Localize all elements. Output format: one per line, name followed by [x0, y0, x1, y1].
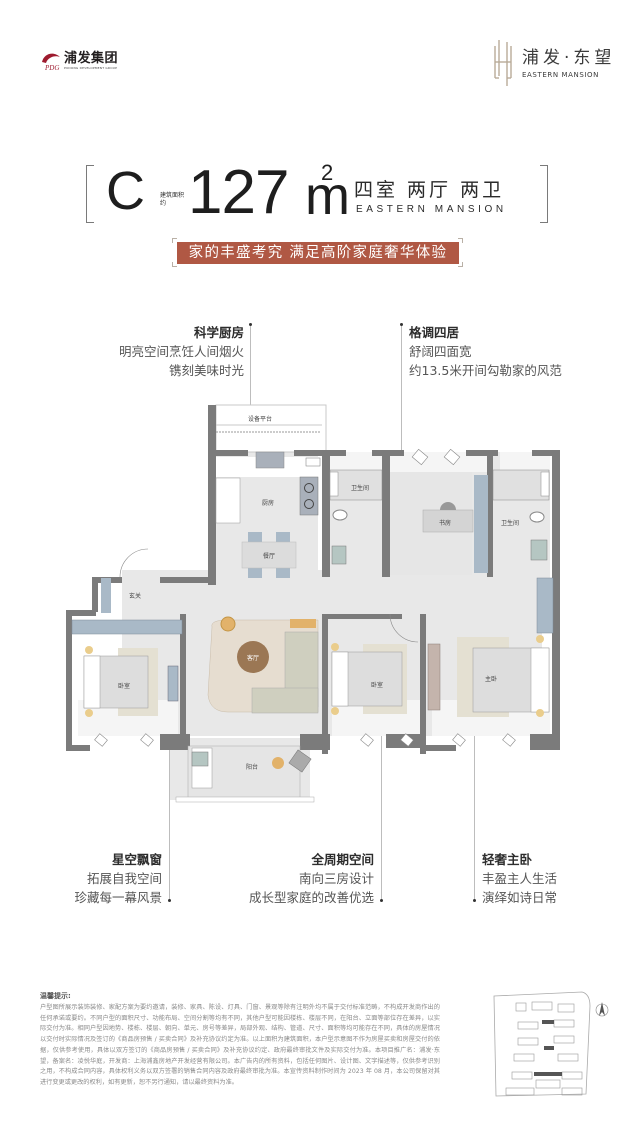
annotation-line: 成长型家庭的改善优选 — [248, 890, 374, 905]
room-label-bath1: 卫生间 — [351, 484, 369, 492]
leader-dot — [168, 899, 171, 902]
annotation-line: 约13.5米开间勾勒家的风范 — [409, 363, 562, 378]
layout-cn: 四室 两厅 两卫 — [354, 179, 505, 201]
area-note: 建筑面积约 — [160, 192, 185, 207]
area-value: 127 — [188, 158, 289, 227]
area-unit: m — [305, 166, 350, 226]
project-subtitle: EASTERN MANSION — [522, 70, 599, 79]
annotation-kitchen: 科学厨房 明亮空间烹饪人间烟火 镌刻美味时光 — [110, 323, 244, 380]
room-label-balcony: 阳台 — [246, 763, 258, 771]
annotation-title: 轻奢主卧 — [482, 852, 533, 867]
annotation-master: 轻奢主卧 丰盈主人生活 演绎如诗日常 — [482, 850, 557, 907]
developer-logo-mark-icon: PDG — [40, 50, 62, 72]
svg-text:PDG: PDG — [44, 64, 59, 72]
annotation-baywindow: 星空飘窗 拓展自我空间 珍藏每一幕风景 — [40, 850, 162, 907]
notice-body: 户型图所展示装饰装修、家配方案为要约邀请，装修、家具、陈设、灯具、门窗、景观等除… — [40, 1004, 440, 1086]
leader-dot — [473, 899, 476, 902]
title-bracket-left — [86, 165, 94, 223]
project-logo-mark-icon — [494, 40, 512, 86]
room-label-bedroom1: 卧室 — [118, 682, 130, 690]
unit-type: C — [106, 161, 145, 221]
annotation-fullcycle: 全周期空间 南向三房设计 成长型家庭的改善优选 — [230, 850, 374, 907]
layout-en: EASTERN MANSION — [356, 204, 507, 215]
leader-line-kitchen — [250, 325, 251, 615]
developer-logo: PDG 浦发集团 PUDONG DEVELOPMENT GROUP — [40, 50, 118, 72]
annotation-line: 镌刻美味时光 — [168, 363, 244, 378]
annotation-title: 格调四居 — [409, 325, 460, 340]
project-logo: 浦发·东望 EASTERN MANSION — [493, 40, 615, 86]
annotation-line: 珍藏每一幕风景 — [74, 890, 162, 905]
area-superscript: 2 — [321, 160, 334, 185]
project-name: 浦发·东望 — [522, 47, 616, 68]
room-label-master: 主卧 — [485, 675, 497, 683]
slogan-frame — [172, 238, 463, 267]
developer-name: 浦发集团 — [64, 51, 119, 66]
leader-dot — [400, 323, 403, 326]
annotation-line: 南向三房设计 — [298, 871, 374, 886]
developer-subtitle: PUDONG DEVELOPMENT GROUP — [64, 66, 118, 70]
annotation-line: 演绎如诗日常 — [482, 890, 558, 905]
room-label-dining: 餐厅 — [263, 552, 275, 560]
site-plan-thumbnail — [493, 991, 609, 1097]
annotation-title: 科学厨房 — [193, 325, 244, 340]
leader-line-fourroom — [401, 325, 402, 595]
notice-title: 温馨提示: — [40, 992, 71, 1000]
room-label-bath2: 卫生间 — [501, 519, 519, 527]
annotation-title: 星空飘窗 — [111, 852, 162, 867]
annotation-line: 拓展自我空间 — [86, 871, 162, 886]
title-bracket-right — [540, 165, 548, 223]
room-label-equipment: 设备平台 — [248, 415, 272, 423]
leader-line-baywindow — [169, 735, 170, 900]
room-label-foyer: 玄关 — [129, 592, 141, 600]
leader-line-fullcycle — [381, 700, 382, 900]
annotation-line: 明亮空间烹饪人间烟火 — [118, 344, 244, 359]
slogan-banner: 家的丰盛考究 满足高阶家庭奢华体验 — [177, 242, 459, 264]
annotation-line: 丰盈主人生活 — [482, 871, 558, 886]
room-label-study: 书房 — [439, 519, 451, 527]
room-label-living: 客厅 — [247, 654, 259, 662]
annotation-fourroom: 格调四居 舒阔四面宽 约13.5米开间勾勒家的风范 — [409, 323, 562, 380]
leader-dot — [249, 323, 252, 326]
annotation-line: 舒阔四面宽 — [409, 344, 472, 359]
leader-line-master — [474, 728, 475, 900]
annotation-title: 全周期空间 — [311, 852, 374, 867]
room-label-bedroom2: 卧室 — [371, 681, 383, 689]
leader-dot — [380, 899, 383, 902]
room-label-kitchen: 厨房 — [262, 499, 274, 507]
